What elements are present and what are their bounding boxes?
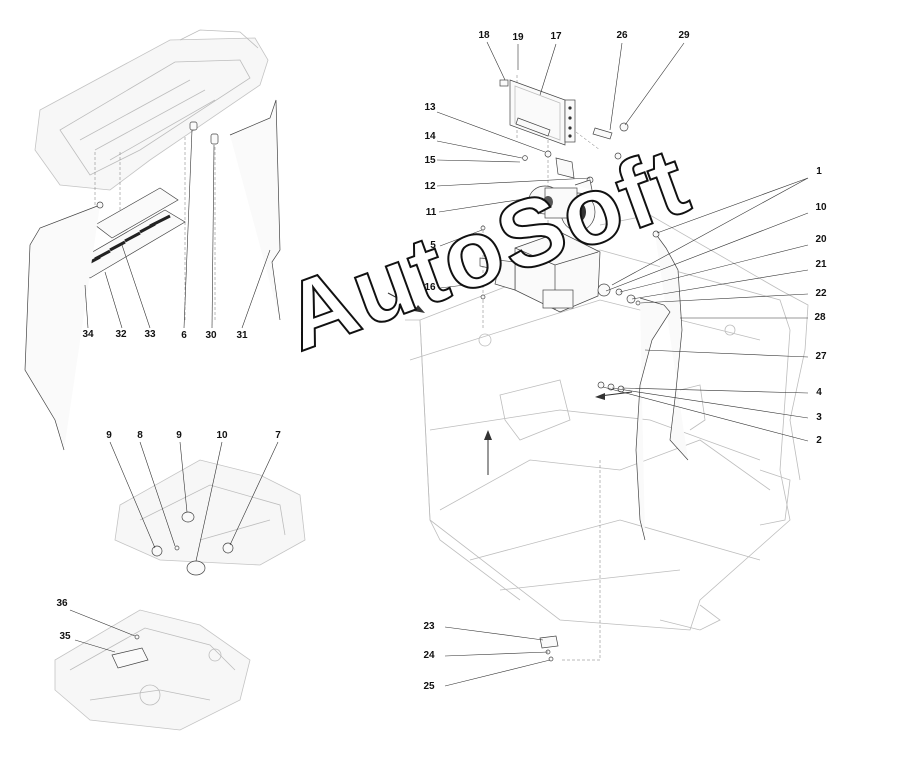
callout-12: 12 [424, 181, 436, 192]
hose-connectors [597, 283, 641, 306]
leader-lines [69, 41, 809, 687]
callout-21: 21 [815, 259, 827, 270]
callout-15: 15 [424, 155, 436, 166]
callout-7: 7 [275, 430, 281, 441]
callout-11: 11 [425, 207, 437, 218]
callout-18: 18 [478, 30, 490, 41]
callout-35: 35 [59, 631, 71, 642]
clamp-6 [189, 121, 198, 131]
callout-9-left: 9 [106, 430, 112, 441]
callout-4: 4 [816, 387, 822, 398]
callout-1: 1 [816, 166, 822, 177]
roof-vent-assembly [24, 29, 281, 451]
callout-10-right: 10 [815, 202, 827, 213]
callout-30: 30 [205, 330, 217, 341]
heater-core [499, 79, 576, 146]
hose-27 [635, 297, 671, 541]
callout-31: 31 [236, 330, 248, 341]
callout-25: 25 [423, 681, 435, 692]
callout-20: 20 [815, 234, 827, 245]
callout-23: 23 [423, 621, 435, 632]
heater-housing [464, 225, 601, 313]
callout-16: 16 [424, 282, 436, 293]
callout-17: 17 [550, 31, 562, 42]
fittings [592, 122, 629, 160]
callout-14: 14 [424, 131, 436, 142]
clamp-30 [210, 133, 219, 145]
callout-28: 28 [814, 312, 826, 323]
callout-34: 34 [82, 329, 94, 340]
callout-36: 36 [56, 598, 68, 609]
callout-27: 27 [815, 351, 827, 362]
callout-10-left: 10 [216, 430, 228, 441]
blower-motor-11 [528, 179, 596, 232]
floor-detail [114, 459, 306, 576]
callout-13: 13 [424, 102, 436, 113]
cab-frame [405, 75, 809, 661]
fittings-2-4 [597, 381, 625, 393]
direction-arrows [387, 292, 633, 475]
vent-cover-33 [94, 187, 179, 239]
hose-28 [654, 232, 689, 461]
callout-29: 29 [678, 30, 690, 41]
callout-32: 32 [115, 329, 127, 340]
bracket-23 [539, 635, 559, 662]
callout-3: 3 [816, 412, 822, 423]
callout-9-right: 9 [176, 430, 182, 441]
callout-19: 19 [512, 32, 524, 43]
callout-26: 26 [616, 30, 628, 41]
callout-8: 8 [137, 430, 143, 441]
callout-5: 5 [430, 240, 436, 251]
callout-6: 6 [181, 330, 187, 341]
callout-22: 22 [815, 288, 827, 299]
callout-24: 24 [423, 650, 435, 661]
callout-33: 33 [144, 329, 156, 340]
callout-2: 2 [816, 435, 822, 446]
floor-panel [54, 609, 251, 731]
